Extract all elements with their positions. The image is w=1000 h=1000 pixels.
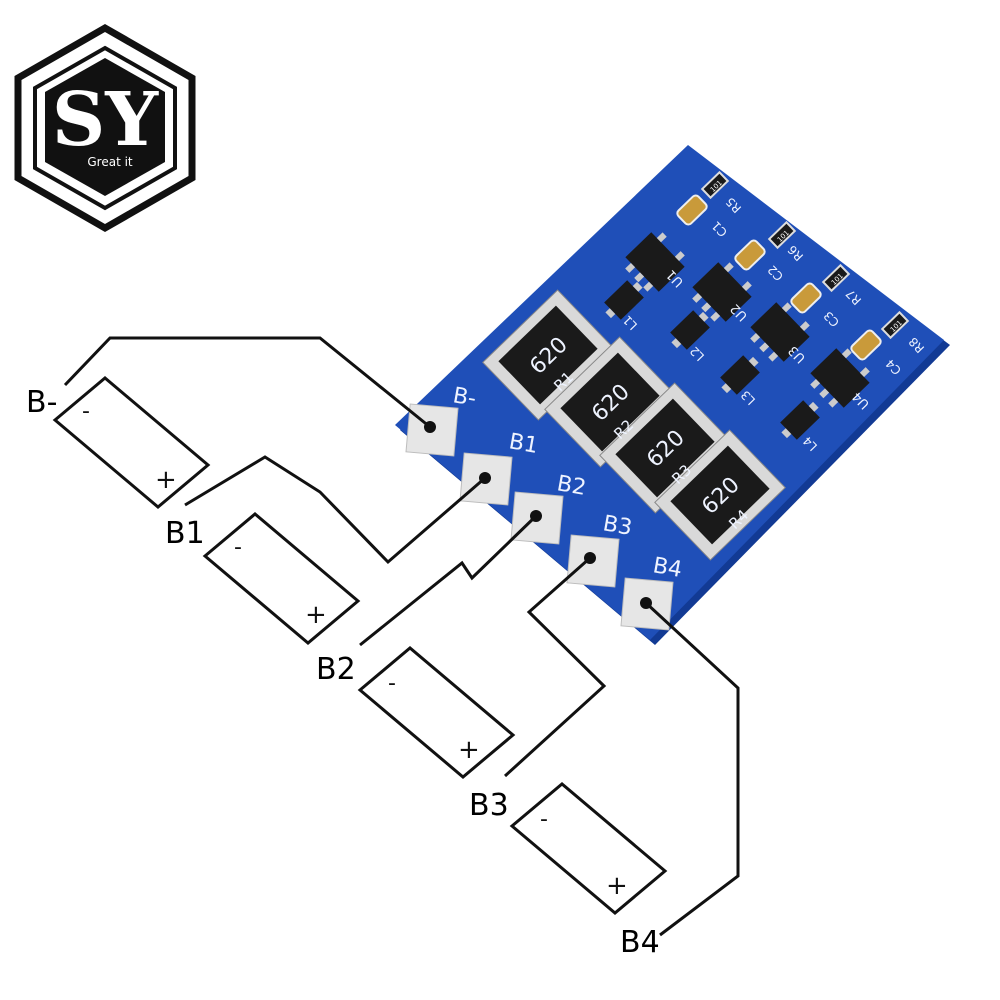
battery-cell: - + [509,782,668,915]
wire-b3 [503,556,607,778]
cell-positive-mark: + [458,735,480,765]
ic-chip [750,302,810,362]
capacitor [734,239,766,271]
large-resistor: 620 [654,429,786,561]
cell-negative-mark: - [234,535,242,560]
pad-label: B2 [555,471,588,501]
ic-chip [810,348,870,408]
capacitor [850,329,882,361]
cell-positive-mark: + [606,871,628,901]
cell-negative-mark: - [540,807,548,832]
battery-cell: - + [52,376,211,509]
mosfet [720,355,760,395]
pad-label: B- [451,383,478,412]
terminal-label-b1: B1 [165,516,205,551]
cell-positive-mark: + [305,600,327,630]
small-resistor: 101 [700,170,730,200]
pad-label: B3 [601,511,634,541]
terminal-label-b-minus: B- [26,385,57,420]
solder-pad-b2[interactable] [510,491,564,545]
solder-pad-b3[interactable] [566,534,620,588]
mosfet [780,400,820,440]
capacitor [790,282,822,314]
cell-positive-mark: + [155,465,177,495]
logo-tagline: Great it [87,155,133,169]
logo-hexagon-fill [45,58,165,196]
battery-cell: - + [357,646,516,779]
mosfet [604,280,644,320]
cell-negative-mark: - [388,671,396,696]
wire-b-minus [63,336,431,429]
battery-cell: - + [202,512,361,645]
solder-pad-b-minus[interactable] [405,403,459,457]
capacitor [676,194,708,226]
pad-label: B4 [651,553,684,583]
logo-letters: SY [52,77,159,163]
ic-chip [625,232,685,292]
brand-logo: SY Great it [14,23,196,233]
wire-b4 [644,601,740,937]
terminal-label-b4: B4 [620,925,660,960]
ic-chip [692,262,752,322]
terminal-label-b2: B2 [316,652,356,687]
pad-label: B1 [507,429,540,459]
wire-b2 [359,514,538,647]
wiring [63,336,740,937]
mosfet [670,310,710,350]
solder-pad-b1[interactable] [459,452,513,506]
wire-b1 [184,455,486,565]
large-resistor: 620 [599,382,731,514]
cell-negative-mark: - [82,399,90,424]
terminal-label-b3: B3 [469,788,509,823]
